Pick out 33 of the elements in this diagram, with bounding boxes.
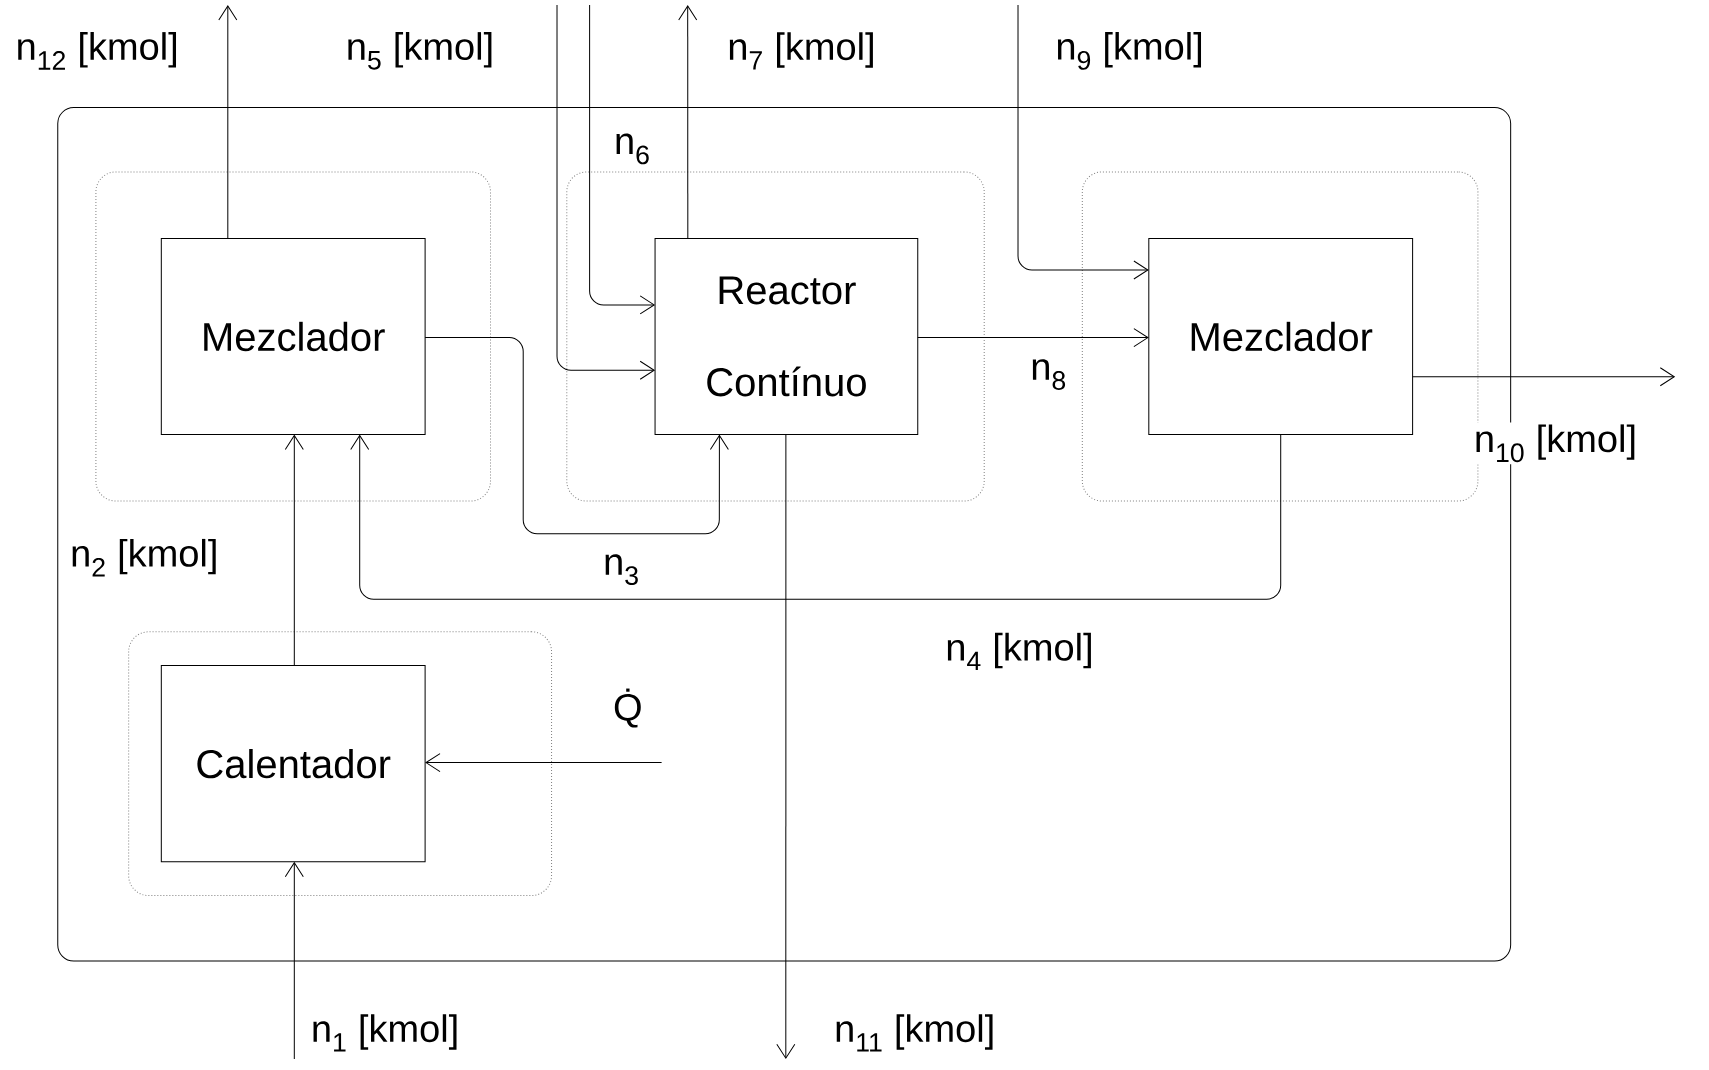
flow-arrow: [424, 337, 729, 535]
flow-arrow: [1017, 4, 1149, 280]
flow-arrow: [678, 5, 698, 239]
process-box: Mezclador: [1148, 237, 1414, 436]
flow-arrow: [589, 4, 655, 315]
flow-arrow: [425, 753, 663, 773]
edge-label: n$_{10}$ [kmol]: [1471, 422, 1640, 465]
edge-label: n$_{1}$ [kmol]: [308, 1012, 462, 1054]
edge-label: n$_{8}$: [1028, 357, 1069, 392]
unit-boundary: [566, 171, 985, 502]
flow-arrow: [350, 434, 1282, 600]
edge-label: n$_{7}$ [kmol]: [725, 30, 878, 72]
edge-label: n$_{2}$ [kmol]: [68, 536, 221, 579]
flow-arrow: [284, 435, 304, 667]
edge-label: n$_{5}$ [kmol]: [343, 30, 497, 72]
edge-label: n$_{12}$ [kmol]: [13, 30, 181, 72]
edge-label: Q̇: [611, 686, 645, 730]
edge-label: n$_{4}$ [kmol]: [943, 630, 1096, 673]
flow-arrow: [556, 4, 655, 380]
edge-label: n$_{3}$: [601, 552, 642, 588]
flow-arrow: [218, 5, 238, 239]
edge-label: n$_{6}$: [612, 131, 653, 167]
unit-boundary: [128, 631, 553, 897]
flow-arrow: [917, 328, 1149, 348]
unit-boundary: [95, 171, 491, 502]
flow-arrow: [284, 862, 304, 1060]
edge-label: n$_{9}$ [kmol]: [1053, 30, 1206, 72]
flow-arrow: [776, 434, 796, 1059]
process-box: Reactor Contínuo: [654, 237, 919, 436]
process-box: Mezclador: [160, 237, 426, 436]
edge-label: n$_{11}$ [kmol]: [832, 1012, 998, 1054]
process-box: Calentador: [160, 665, 426, 863]
flow-arrow: [1412, 367, 1675, 387]
